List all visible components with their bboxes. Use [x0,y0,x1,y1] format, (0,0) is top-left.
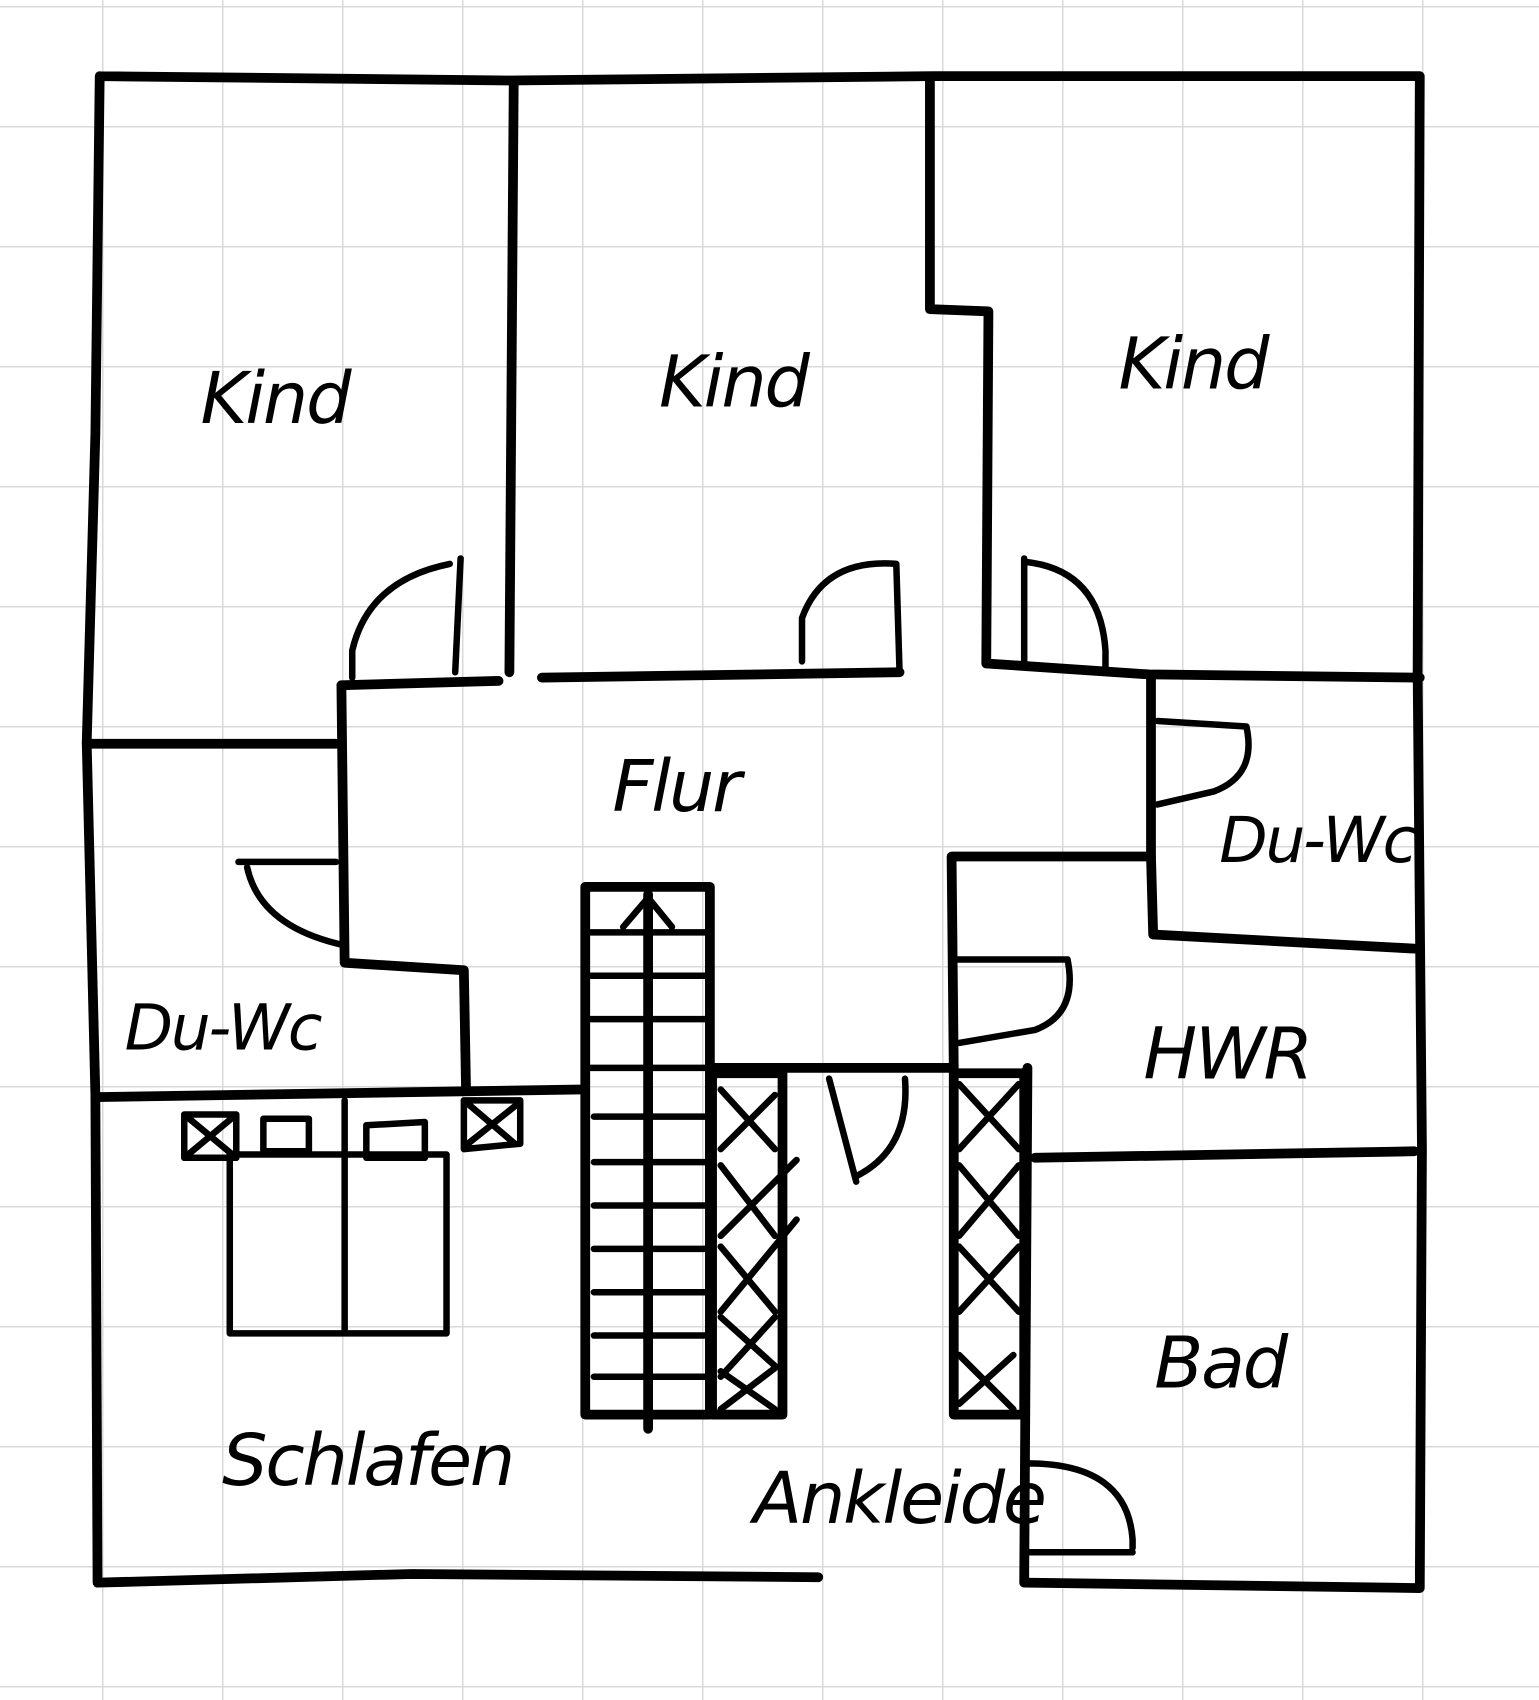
room-label-kind-1: Kind [201,357,353,440]
room-label-hwr: HWR [1143,1013,1311,1096]
room-label-du-wc-left: Du-Wc [125,991,322,1064]
wardrobe-right [948,1068,1030,1420]
wall-kind1-kind2 [504,77,519,678]
room-label-bad: Bad [1154,1322,1289,1405]
right-wc-bottom-wall [1146,851,1420,954]
staircase [580,881,715,1434]
wall-kind2-kind3 [925,73,994,669]
room-label-du-wc-right: Du-Wc [1219,804,1416,877]
room-label-kind-2: Kind [659,341,811,424]
door-du-wc-left [235,858,348,949]
door-kind1 [348,555,464,681]
left-wc-bottom-wall [90,1084,585,1102]
room-label-schlafen: Schlafen [222,1419,513,1502]
door-kind2 [798,560,903,676]
door-hwr [952,956,1073,1047]
door-bad [1024,1460,1136,1556]
double-bed [180,1097,524,1337]
flur-top-wall [336,658,1425,691]
room-label-flur: Flur [612,745,746,828]
room-label-kind-3: Kind [1118,322,1270,405]
hwr-bad-wall [1030,1146,1420,1163]
flur-right-wall [946,672,1156,1073]
wardrobe-left [707,1068,800,1420]
door-du-wc-right [1154,717,1252,808]
door-kind3 [1020,555,1109,671]
room-label-ankleide: Ankleide [749,1457,1044,1540]
door-ankleide [825,1075,909,1185]
flur-left-wall [336,680,471,1095]
